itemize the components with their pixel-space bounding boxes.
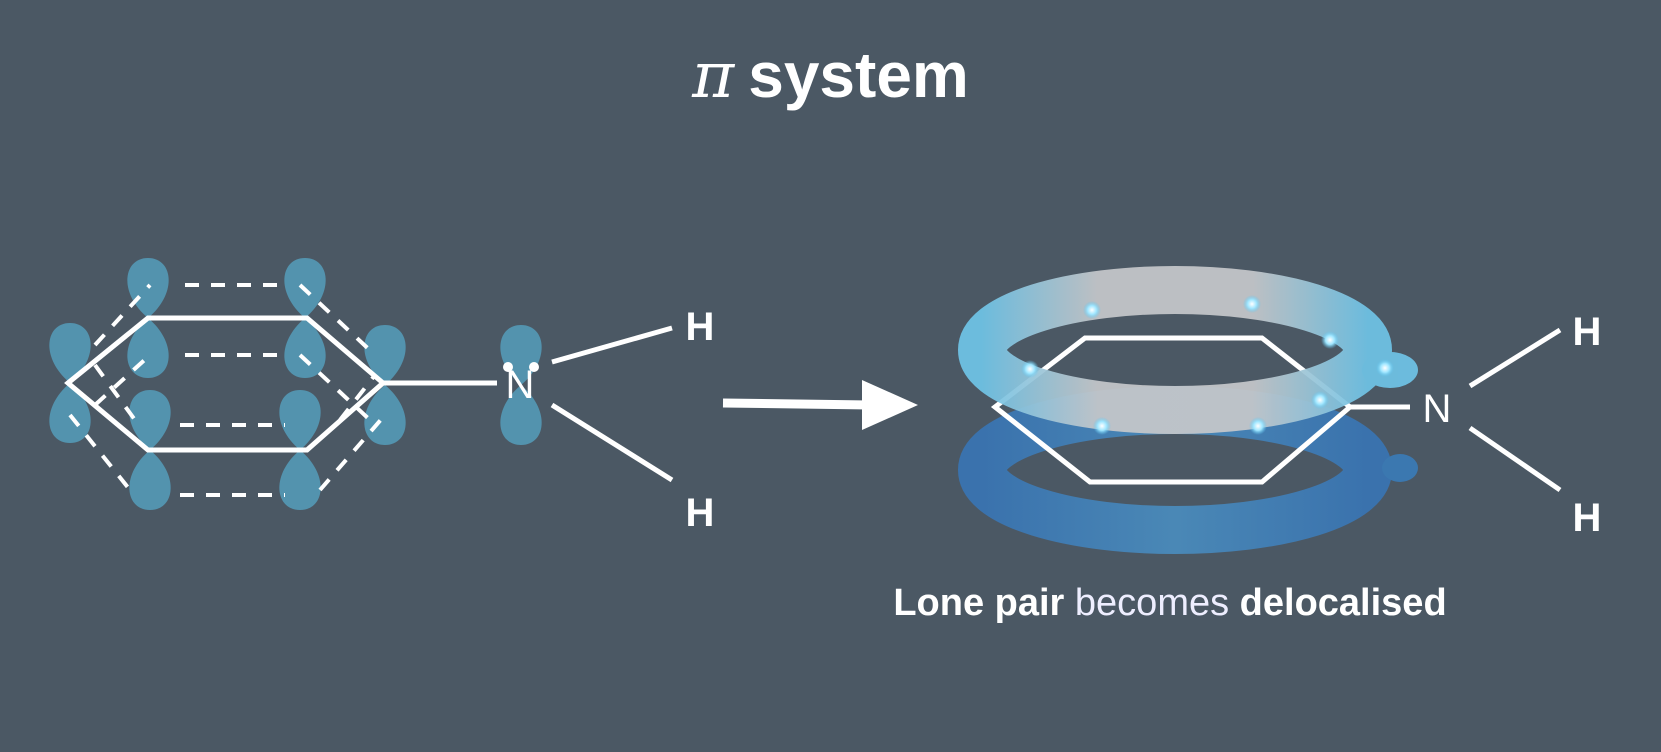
benzene-ring xyxy=(64,315,674,483)
hydrogen-atom-bottom: H xyxy=(686,491,715,535)
hydrogen-atom-bottom-right: H xyxy=(1573,496,1602,540)
arrow-icon xyxy=(722,380,918,430)
pi-symbol: π xyxy=(692,39,735,113)
hydrogen-atom-top: H xyxy=(686,305,715,349)
lone-pair-electron xyxy=(503,362,513,372)
nitrogen-atom-right: N xyxy=(1423,387,1452,431)
caption-lone-pair: Lone pair xyxy=(893,582,1065,624)
nh2-bonds-right xyxy=(1350,327,1562,493)
delocalised-electrons xyxy=(1021,295,1394,435)
lone-pair-electron xyxy=(529,362,539,372)
caption-delocalised: delocalised xyxy=(1239,582,1447,624)
hydrogen-atom-top-right: H xyxy=(1573,310,1602,354)
caption: Lone pair becomes delocalised xyxy=(860,582,1480,625)
nitrogen-atom: N xyxy=(506,363,535,407)
caption-becomes: becomes xyxy=(1064,582,1240,624)
title-text: system xyxy=(748,39,969,111)
upper-pi-cloud xyxy=(958,266,1418,434)
